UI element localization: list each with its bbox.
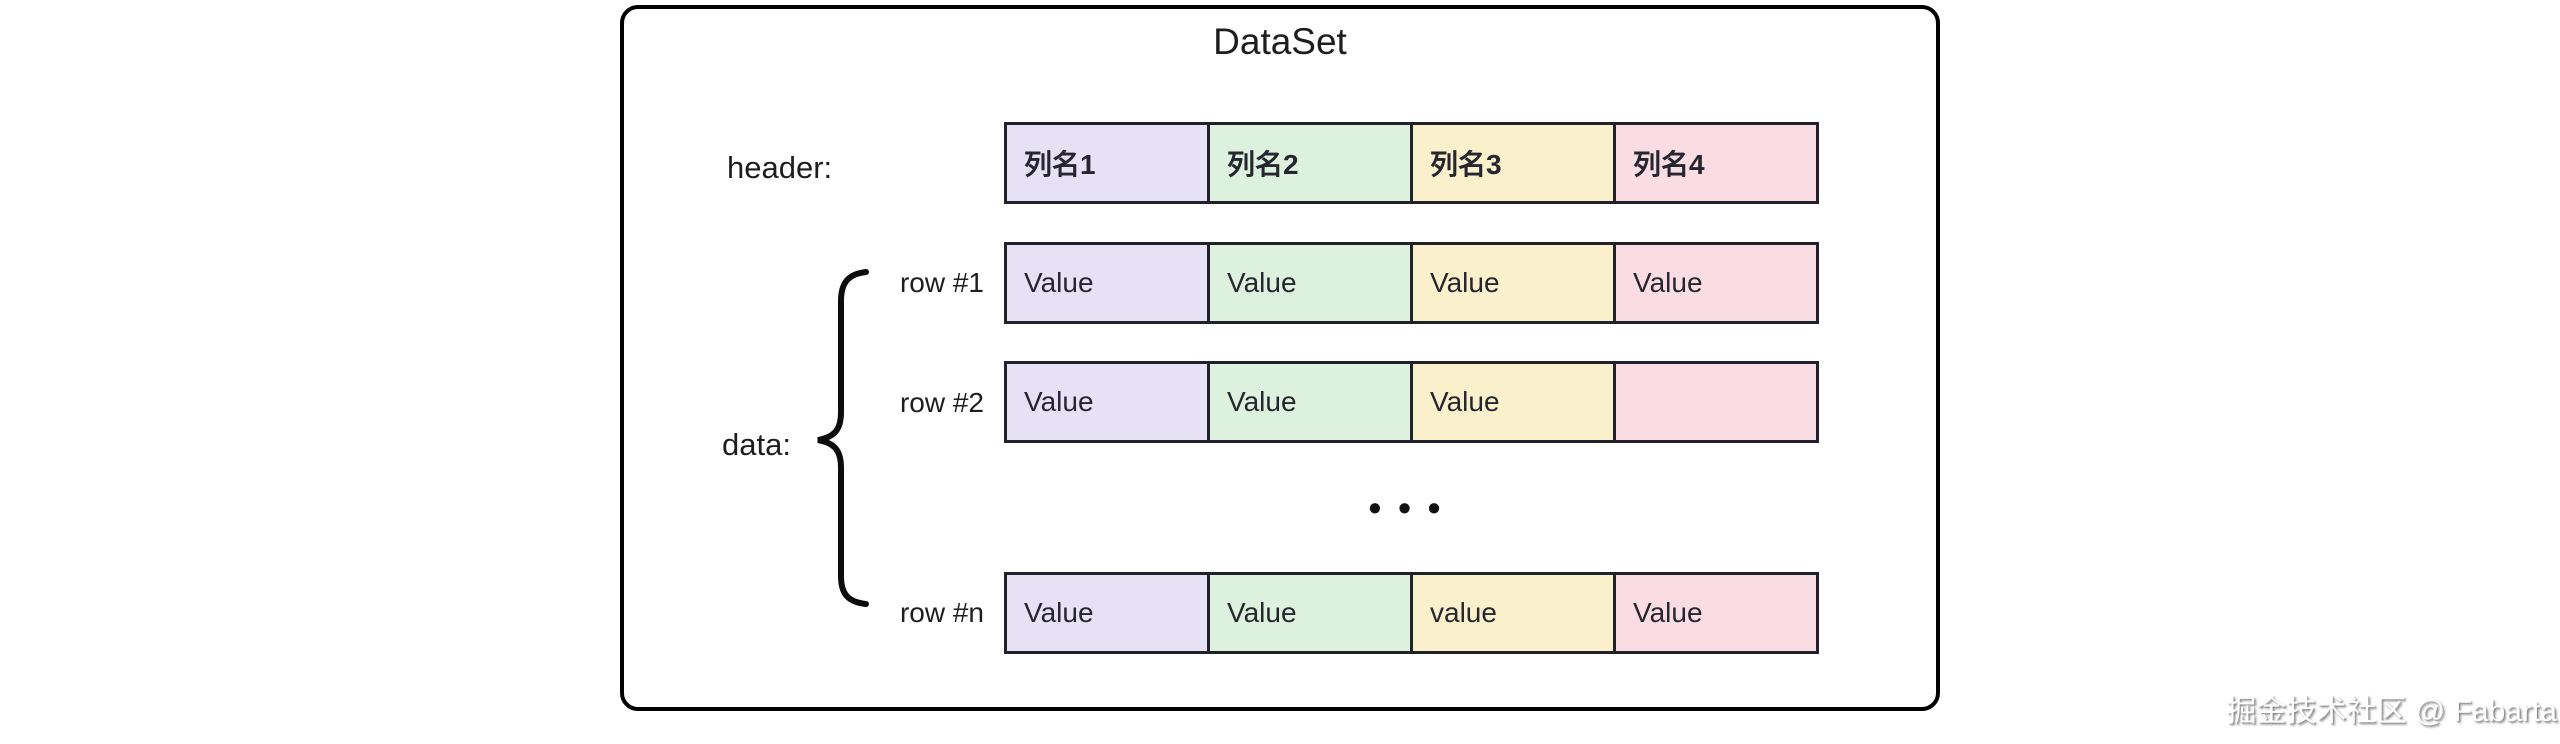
header-cell-col3: 列名3 (1410, 122, 1616, 204)
row-2-label: row #2 (899, 387, 984, 418)
rown-cell-col4: Value (1613, 572, 1819, 654)
row2-cell-col1: Value (1004, 361, 1210, 443)
data-row-1: Value Value Value Value (1004, 242, 1819, 324)
rown-cell-col1: Value (1004, 572, 1210, 654)
data-row-2: Value Value Value (1004, 361, 1819, 443)
row2-cell-col3: Value (1410, 361, 1616, 443)
data-row-n: Value Value value Value (1004, 572, 1819, 654)
header-cell-col4: 列名4 (1613, 122, 1819, 204)
row-n-label: row #n (899, 597, 984, 628)
dataset-box: DataSet header: data: row #1 row #2 row … (620, 5, 1940, 711)
data-section-label: data: (722, 427, 791, 462)
row1-cell-col3: Value (1410, 242, 1616, 324)
rown-cell-col2: Value (1207, 572, 1413, 654)
header-row: 列名1 列名2 列名3 列名4 (1004, 122, 1819, 204)
row1-cell-col1: Value (1004, 242, 1210, 324)
row2-cell-col2: Value (1207, 361, 1413, 443)
row-ellipsis: ••• (1368, 487, 1458, 528)
diagram-title: DataSet (1213, 21, 1347, 62)
row-1-label: row #1 (899, 267, 984, 298)
header-cell-col1: 列名1 (1004, 122, 1210, 204)
rown-cell-col3: value (1410, 572, 1616, 654)
curly-brace-icon (817, 269, 869, 607)
header-cell-col2: 列名2 (1207, 122, 1413, 204)
row1-cell-col2: Value (1207, 242, 1413, 324)
row2-cell-col4-empty (1613, 361, 1819, 443)
header-section-label: header: (727, 150, 833, 185)
row1-cell-col4: Value (1613, 242, 1819, 324)
watermark-text: 掘金技术社区 @ Fabarta (2226, 695, 2557, 728)
